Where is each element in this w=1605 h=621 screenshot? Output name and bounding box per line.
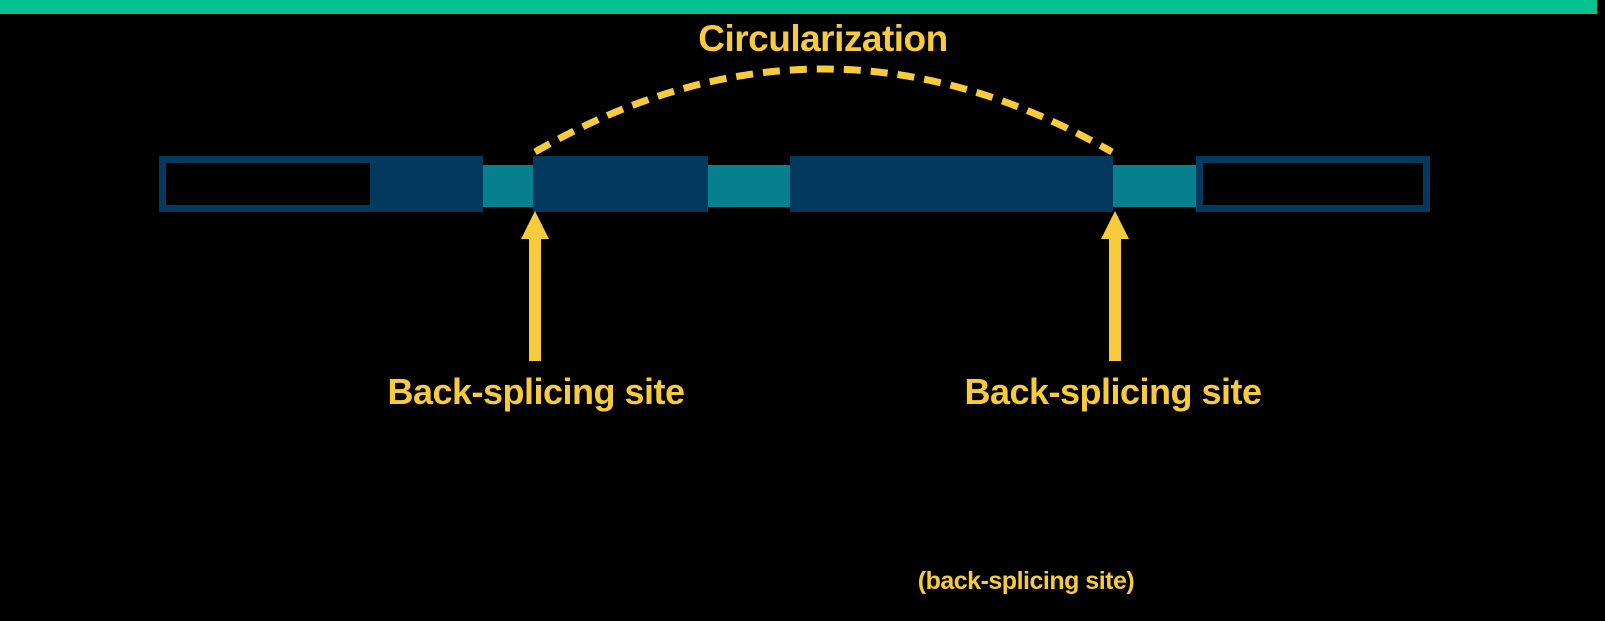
left-back-splice-arrow-shaft — [529, 237, 541, 361]
intron-2 — [708, 165, 790, 207]
pre-mrna-flanking-line — [0, 0, 1597, 14]
exon-3 — [790, 156, 1113, 212]
left-back-splice-arrow-icon — [521, 211, 549, 239]
utr-open-box-right — [1196, 156, 1430, 212]
right-back-splice-arrow-shaft — [1109, 237, 1121, 361]
exon-1 — [370, 156, 483, 212]
circularization-label: Circularization — [698, 18, 948, 59]
exon-2 — [533, 156, 708, 212]
back-splicing-site-label-right: Back-splicing site — [964, 371, 1262, 412]
back-splicing-site-caption: (back-splicing site) — [917, 567, 1135, 595]
right-back-splice-arrow-icon — [1101, 211, 1129, 239]
intron-3 — [1113, 165, 1196, 207]
intron-1 — [483, 165, 533, 207]
back-splicing-site-label-left: Back-splicing site — [387, 371, 685, 412]
